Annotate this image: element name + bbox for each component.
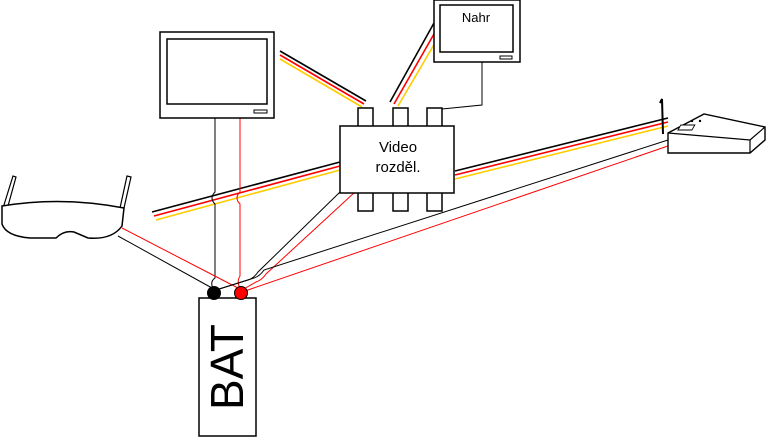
monitor-positive-wire bbox=[236, 118, 242, 291]
recorder-label: Nahr bbox=[462, 10, 491, 25]
splitter-negative-wire bbox=[215, 191, 341, 291]
video-receiver-icon bbox=[659, 98, 766, 154]
battery-block: BAT bbox=[198, 286, 257, 437]
positive-terminal bbox=[234, 286, 248, 300]
monitor-icon bbox=[159, 31, 275, 119]
splitter-label-line2: rozděl. bbox=[375, 159, 420, 176]
negative-terminal bbox=[207, 286, 221, 300]
video-splitter-box: Video rozděl. bbox=[339, 107, 455, 212]
video-wire-red bbox=[279, 54, 365, 105]
video-cable-receiver bbox=[454, 117, 669, 180]
splitter-positive-wire bbox=[241, 191, 356, 291]
video-wire-black bbox=[151, 161, 341, 213]
video-wire-red bbox=[454, 121, 669, 176]
monitor-negative-wire bbox=[211, 118, 216, 291]
recorder-to-splitter-wire bbox=[431, 62, 483, 111]
receiver-negative-wire bbox=[215, 139, 669, 291]
video-cable-monitor bbox=[279, 50, 367, 108]
video-wire-yellow bbox=[279, 58, 363, 108]
video-wire-black bbox=[389, 22, 435, 103]
video-wire-yellow bbox=[155, 169, 341, 221]
splitter-label-line1: Video bbox=[379, 139, 417, 156]
goggles-positive-wire bbox=[121, 227, 239, 289]
video-wire-red bbox=[153, 165, 341, 217]
fpv-goggles-icon bbox=[1, 175, 132, 239]
receiver-positive-wire bbox=[241, 145, 669, 293]
recorder-monitor-icon: Nahr bbox=[433, 0, 521, 63]
power-wires bbox=[117, 118, 669, 293]
video-wire-black bbox=[454, 117, 669, 172]
goggles-negative-wire bbox=[117, 235, 213, 289]
video-cable-goggles bbox=[151, 161, 341, 221]
video-wire-black bbox=[279, 50, 367, 102]
video-wire-red bbox=[393, 26, 439, 105]
battery-label: BAT bbox=[201, 324, 253, 410]
video-wire-yellow bbox=[454, 125, 669, 180]
